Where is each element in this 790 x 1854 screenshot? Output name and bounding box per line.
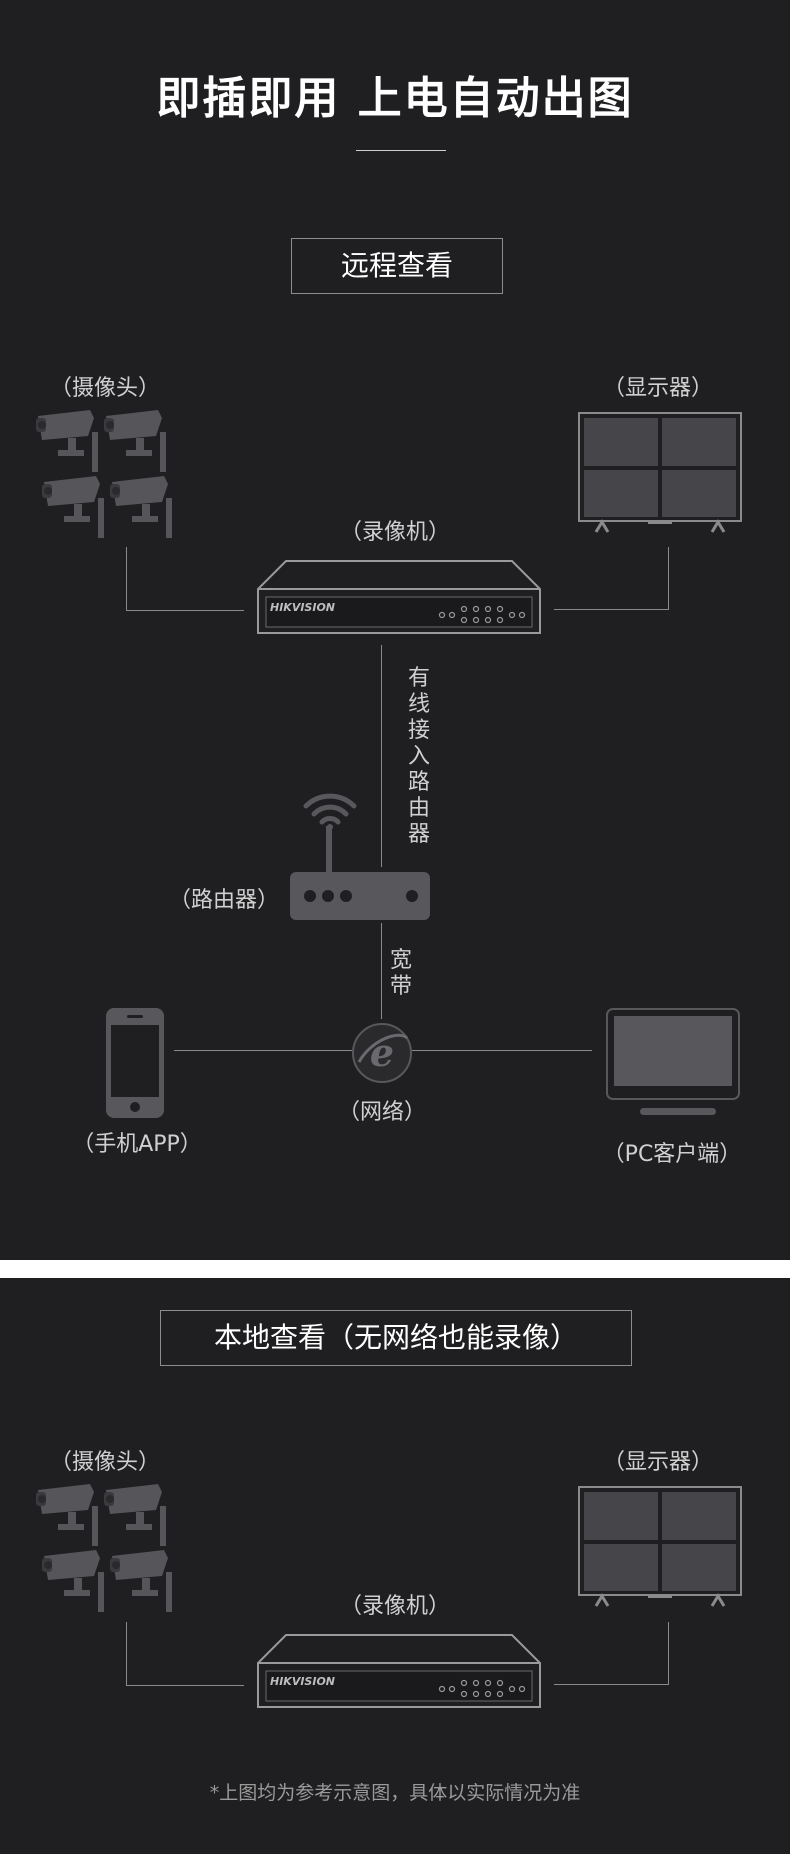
nvr-recorder-icon	[257, 560, 541, 634]
footnote: *上图均为参考示意图，具体以实际情况为准	[209, 1782, 581, 1804]
nvr-to-router-line	[381, 645, 382, 867]
wired-router-label: 有线接入路由器	[407, 666, 430, 847]
headline-underline	[356, 150, 446, 151]
camera-icon	[36, 410, 172, 538]
nvr-brand-text: HIKVISION	[270, 601, 336, 614]
nvr-recorder-icon	[257, 1634, 541, 1708]
nvr-label: （录像机）	[339, 520, 450, 545]
internet-to-phone-line	[174, 1050, 352, 1051]
monitor-icon	[578, 412, 742, 533]
network-label: （网络）	[337, 1100, 426, 1125]
camera-label: （摄像头）	[49, 1450, 160, 1475]
router-to-internet-line	[381, 923, 382, 1019]
monitor-label: （显示器）	[602, 376, 713, 401]
camera-to-nvr-line-h	[126, 1685, 244, 1686]
camera-to-nvr-line-h	[126, 610, 244, 611]
internet-to-pc-line	[412, 1050, 592, 1051]
monitor-to-nvr-line	[668, 1622, 669, 1685]
local-view-title: 本地查看（无网络也能录像）	[160, 1310, 632, 1366]
monitor-to-nvr-line-h	[554, 1684, 669, 1685]
camera-label: （摄像头）	[49, 376, 160, 401]
camera-to-nvr-line	[126, 547, 127, 611]
remote-view-title: 远程查看	[291, 238, 503, 294]
router-icon	[290, 826, 430, 920]
page-headline: 即插即用 上电自动出图	[156, 73, 634, 124]
router-label: （路由器）	[168, 888, 279, 913]
smartphone-icon	[106, 1008, 164, 1118]
phone-app-label: （手机APP）	[72, 1132, 202, 1157]
monitor-to-nvr-line-h	[554, 609, 669, 610]
monitor-to-nvr-line	[668, 547, 669, 610]
camera-to-nvr-line	[126, 1622, 127, 1686]
remote-view-panel: 即插即用 上电自动出图 远程查看 （摄像头） （显示器）	[0, 0, 790, 1260]
pc-client-label: （PC客户端）	[602, 1142, 742, 1167]
monitor-label: （显示器）	[602, 1450, 713, 1475]
pc-monitor-icon	[606, 1008, 740, 1115]
wifi-icon	[303, 793, 357, 830]
local-view-panel: 本地查看（无网络也能录像） （摄像头） （显示器） （录像机） HIKVISIO…	[0, 1278, 790, 1854]
nvr-label: （录像机）	[339, 1594, 450, 1619]
nvr-brand-text: HIKVISION	[270, 1675, 336, 1688]
internet-explorer-icon: e	[352, 1023, 412, 1083]
broadband-label: 宽带	[389, 948, 412, 999]
monitor-icon	[578, 1486, 742, 1607]
camera-icon	[36, 1484, 172, 1612]
